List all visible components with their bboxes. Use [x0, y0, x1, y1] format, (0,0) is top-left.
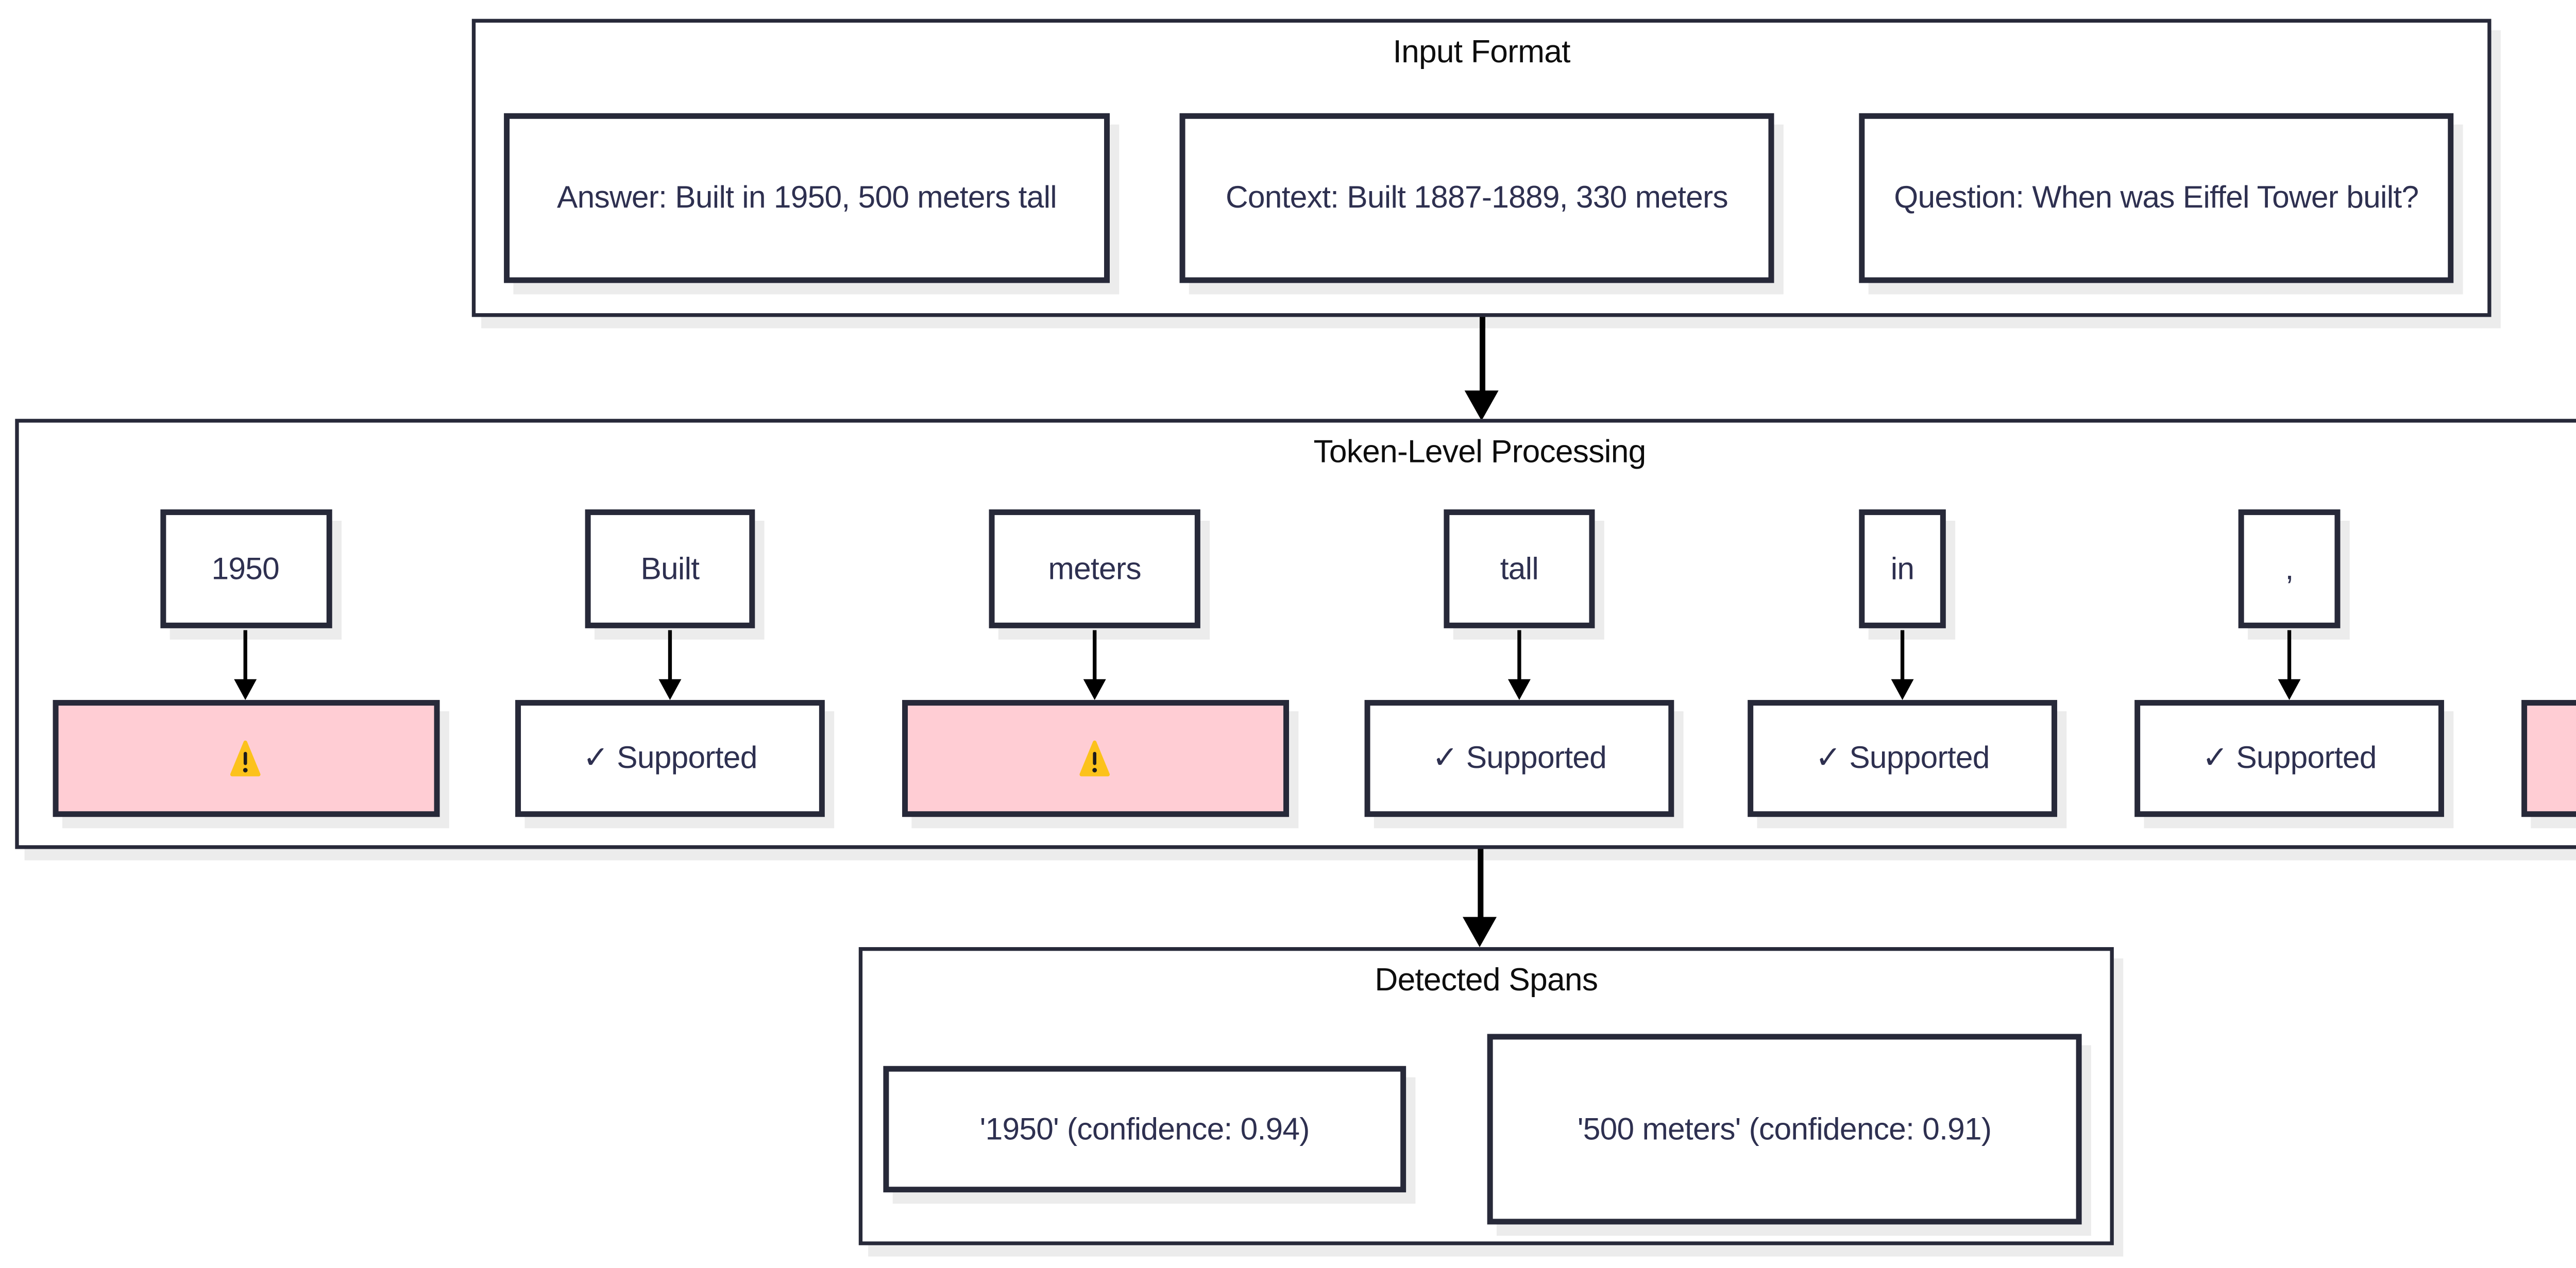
- span-node-500-meters: '500 meters' (confidence: 0.91): [1487, 1034, 2082, 1225]
- result-node-supported-built: ✓ Supported: [515, 700, 825, 817]
- result-node-warning-500: [2520, 700, 2576, 817]
- context-node: Context: Built 1887-1889, 330 meters: [1179, 113, 1774, 283]
- token-node-in: in: [1859, 509, 1946, 628]
- result-node-warning-1950: [52, 700, 439, 817]
- token-node-comma: ,: [2238, 509, 2341, 628]
- token-node-meters: meters: [989, 509, 1200, 628]
- token-node-1950: 1950: [159, 509, 331, 628]
- answer-node: Answer: Built in 1950, 500 meters tall: [504, 113, 1110, 283]
- result-node-warning-meters: [901, 700, 1289, 817]
- span-node-1950: '1950' (confidence: 0.94): [883, 1066, 1406, 1193]
- input-format-title: Input Format: [1393, 33, 1570, 70]
- result-node-supported-comma: ✓ Supported: [2134, 700, 2444, 817]
- result-node-supported-tall: ✓ Supported: [1364, 700, 1674, 817]
- question-node: Question: When was Eiffel Tower built?: [1859, 113, 2454, 283]
- token-node-tall: tall: [1444, 509, 1595, 628]
- result-node-supported-in: ✓ Supported: [1748, 700, 2057, 817]
- token-processing-title: Token-Level Processing: [1313, 434, 1646, 470]
- detected-spans-title: Detected Spans: [1375, 962, 1598, 998]
- warning-icon: [1079, 740, 1110, 777]
- token-node-built: Built: [585, 509, 755, 628]
- warning-icon: [230, 740, 261, 777]
